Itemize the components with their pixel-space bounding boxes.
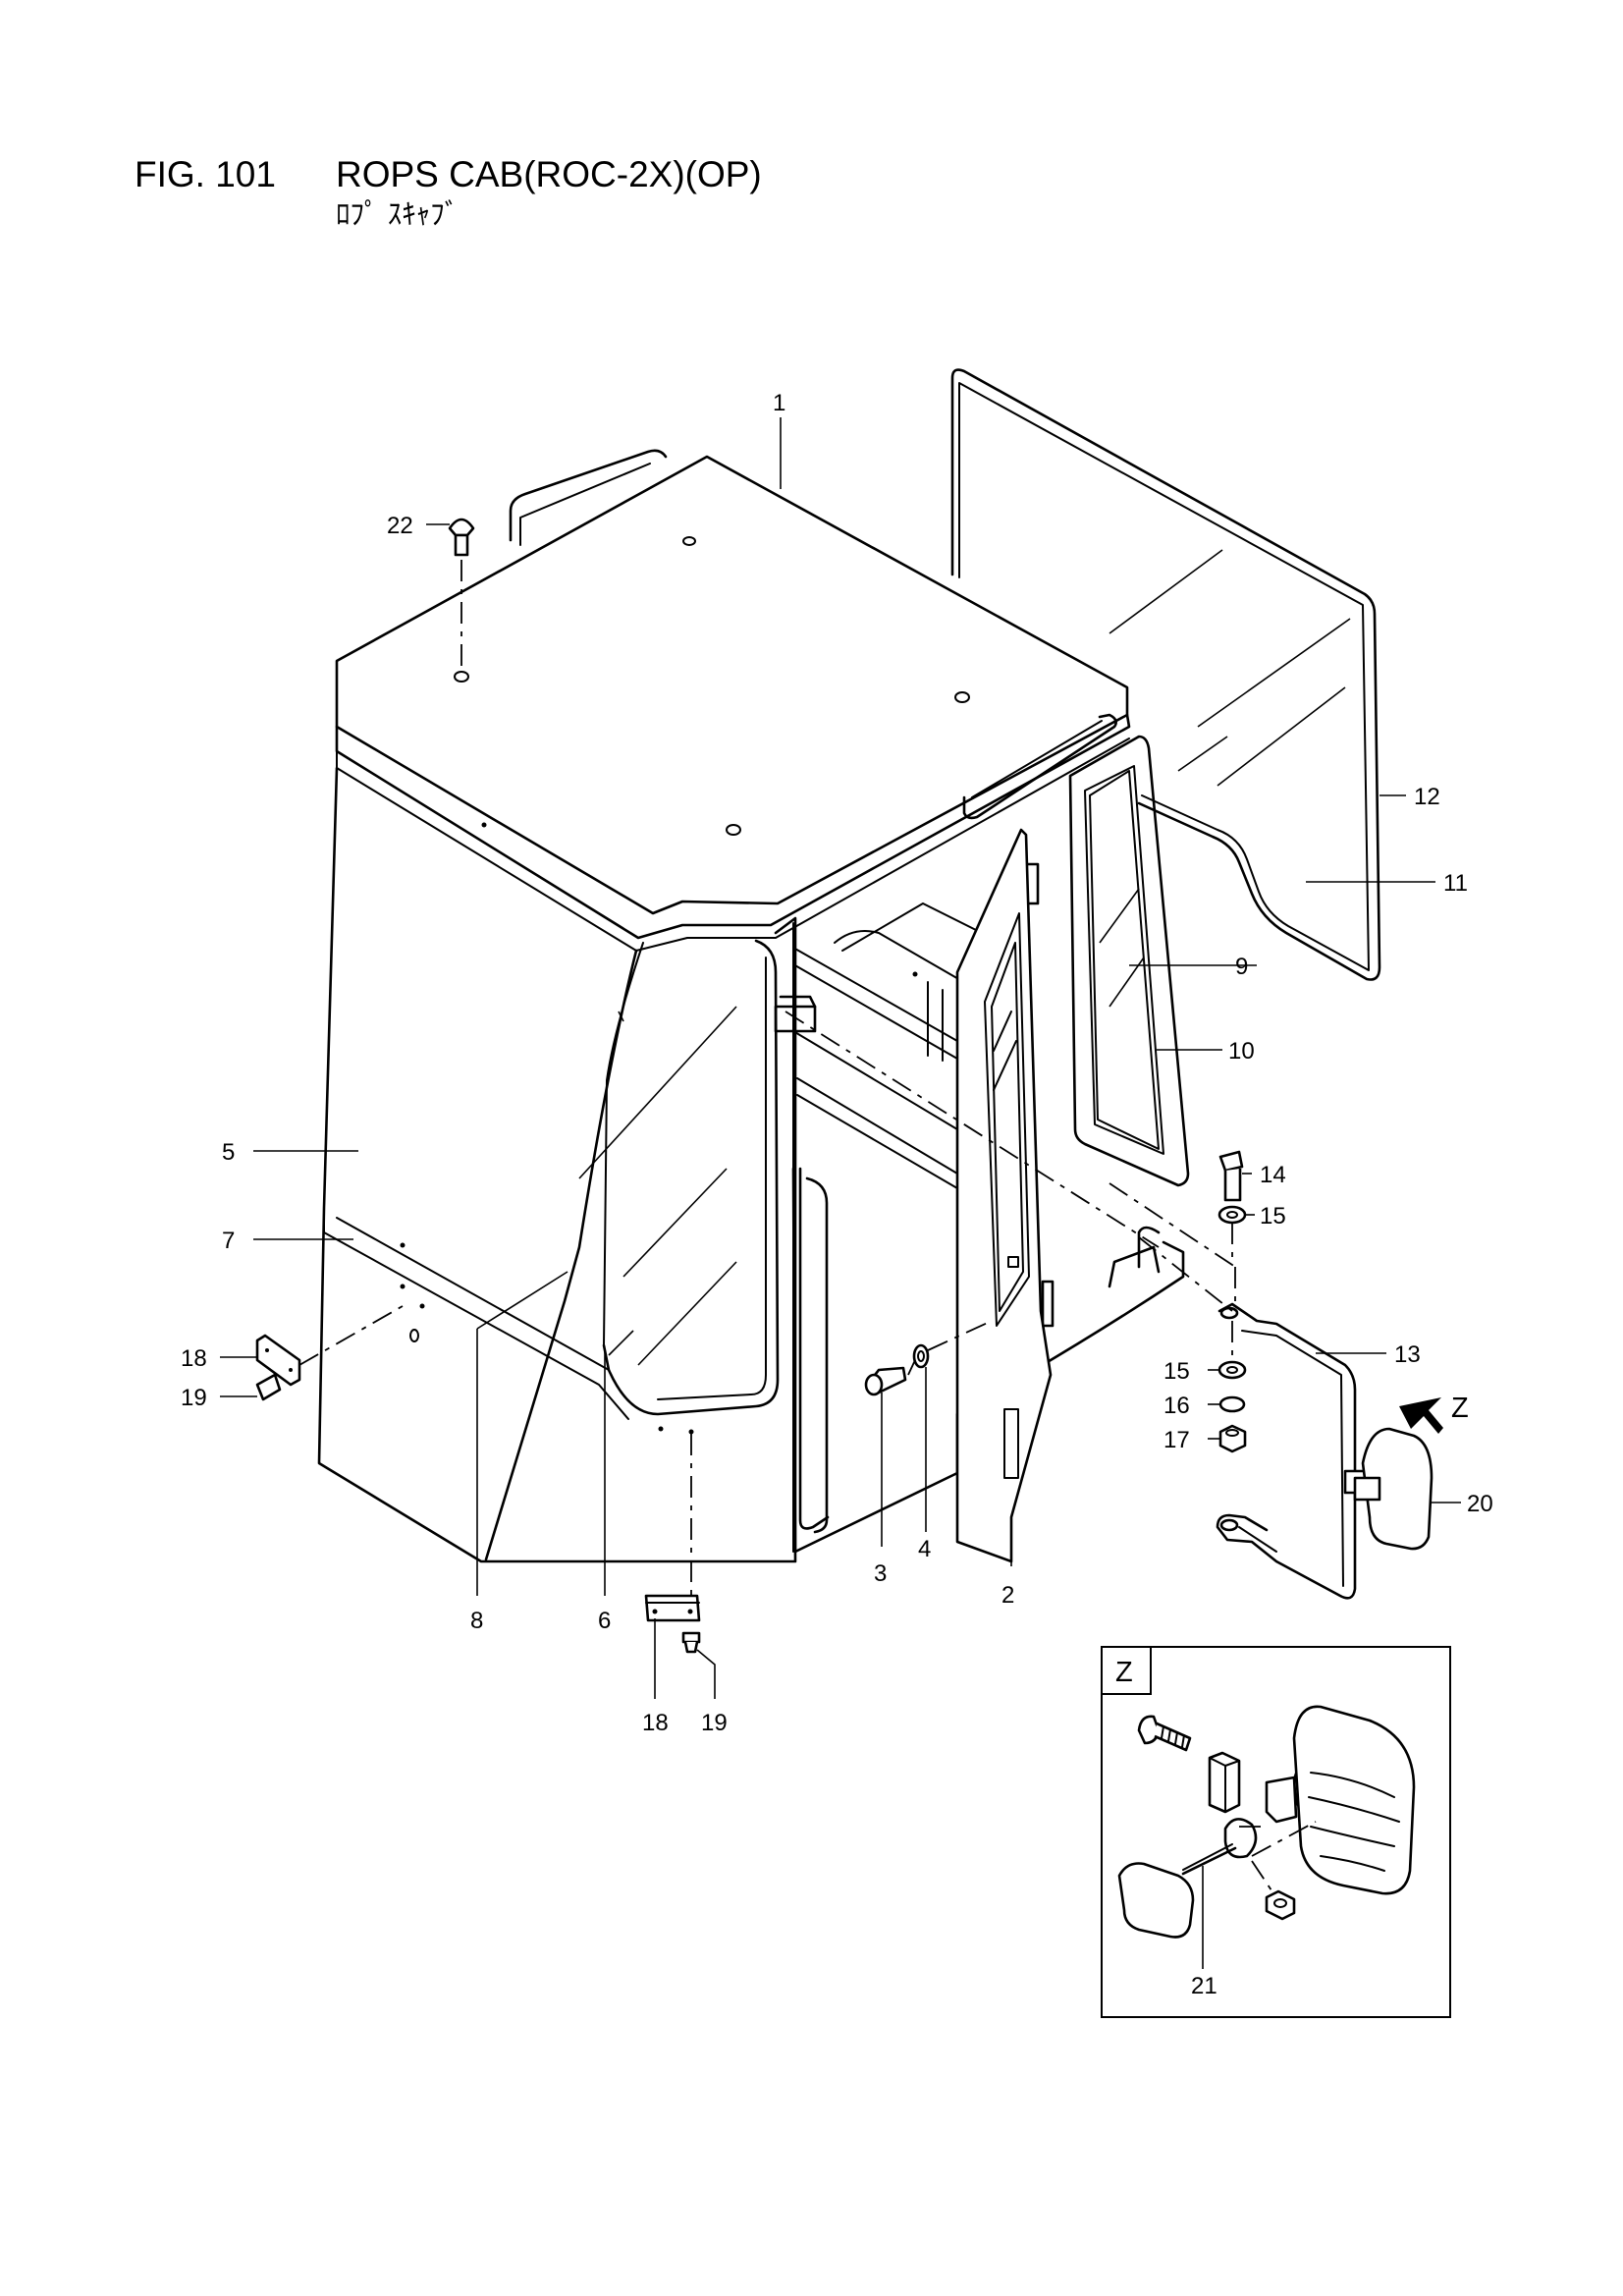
rear-window-assembly <box>950 368 1381 981</box>
assembly-lines <box>298 560 1236 1596</box>
callout-5: 5 <box>222 1139 235 1166</box>
callout-18-bottom: 18 <box>642 1710 669 1736</box>
figure-title: ROPS CAB(ROC-2X)(OP) <box>336 154 762 194</box>
callout-7: 7 <box>222 1228 235 1254</box>
part-18-19-bottom <box>644 1594 701 1654</box>
right-side-window <box>1068 735 1190 1187</box>
callout-14: 14 <box>1260 1162 1286 1188</box>
leader-lines <box>220 417 1461 1699</box>
view-z-arrow: Z <box>1399 1393 1469 1434</box>
mirror-stay-and-mirror <box>1216 1302 1434 1600</box>
cab-door <box>955 828 1053 1563</box>
callout-10: 10 <box>1228 1038 1255 1065</box>
callout-11: 11 <box>1443 870 1468 897</box>
part-15-washer-lower <box>1217 1360 1247 1380</box>
callout-15-upper: 15 <box>1260 1203 1286 1230</box>
part-18-19-left <box>255 1334 301 1401</box>
callout-3: 3 <box>874 1560 887 1587</box>
front-window-glass <box>578 942 737 1366</box>
part-15-washer-upper <box>1217 1205 1247 1225</box>
callout-17: 17 <box>1163 1427 1190 1453</box>
part-16-lock-washer <box>1218 1395 1246 1413</box>
callout-15-lower: 15 <box>1163 1358 1190 1385</box>
callout-20: 20 <box>1467 1491 1493 1517</box>
callout-13: 13 <box>1394 1341 1421 1368</box>
part-14-bolt <box>1218 1150 1244 1202</box>
callout-4: 4 <box>918 1536 931 1562</box>
figure-subtitle: ﾛﾌﾟ ｽｷｬﾌﾞ <box>336 197 459 231</box>
callout-6: 6 <box>598 1608 611 1634</box>
cab-body <box>317 449 1185 1563</box>
callout-19-left: 19 <box>181 1385 207 1411</box>
callout-numbers: 1 2 3 4 5 6 7 8 9 10 11 12 13 14 15 15 1… <box>181 390 1493 1999</box>
callout-19-bottom: 19 <box>701 1710 728 1736</box>
detail-view-z: Z <box>1101 1646 1451 2018</box>
callout-16: 16 <box>1163 1393 1190 1419</box>
rear-glass-reflection-lines <box>1109 549 1351 787</box>
detail-view-label: Z <box>1115 1657 1133 1688</box>
callout-22: 22 <box>387 513 413 539</box>
part-17-nut <box>1218 1424 1247 1453</box>
mounting-holes <box>400 536 970 1435</box>
callout-2: 2 <box>1001 1582 1014 1609</box>
callout-8: 8 <box>470 1608 483 1634</box>
callout-21: 21 <box>1191 1973 1217 1999</box>
callout-9: 9 <box>1235 954 1248 980</box>
part-4-washer <box>912 1343 930 1369</box>
callout-18-left: 18 <box>181 1345 207 1372</box>
part-22-plug <box>448 518 475 557</box>
part-3-bolt <box>864 1366 907 1396</box>
callout-1: 1 <box>773 390 785 416</box>
callout-12: 12 <box>1414 784 1440 810</box>
view-z-arrow-label: Z <box>1451 1393 1469 1424</box>
figure-number: FIG. 101 <box>135 154 276 194</box>
